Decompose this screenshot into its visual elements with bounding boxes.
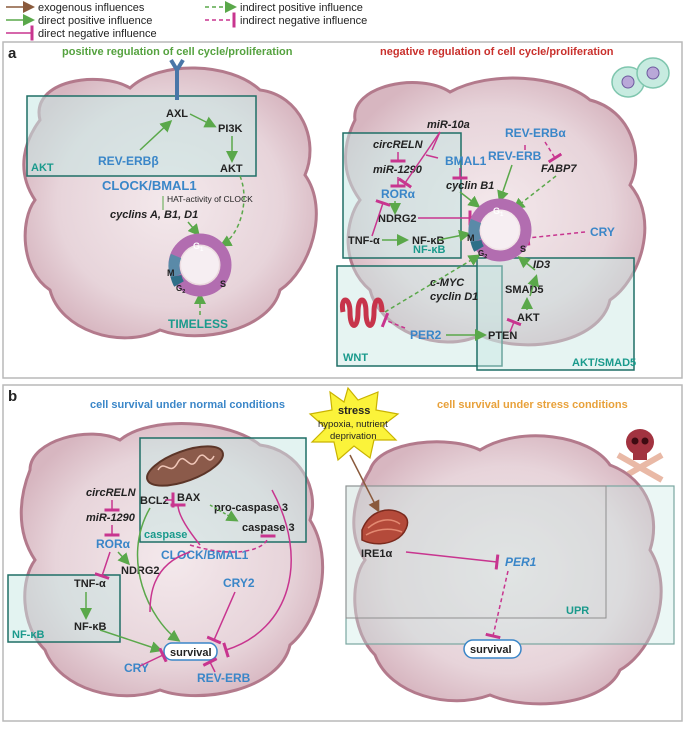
cry-a-label: CRY (590, 225, 615, 239)
tnfa-b-label: TNF-α (74, 578, 106, 590)
nfkb-box-b-label: NF-κB (12, 629, 44, 641)
legend-direct-negative: direct negative influence (38, 28, 157, 40)
rev-erbb-label: REV-ERBβ (98, 154, 159, 168)
clock-bmal1-label: CLOCK/BMAL1 (102, 178, 197, 193)
phase-s-right: S (520, 244, 526, 254)
axl-label: AXL (166, 108, 188, 120)
phase-g1-right: G1 (493, 206, 504, 218)
wnt-receptor-icon (339, 297, 385, 328)
akt-box (26, 95, 257, 177)
bax-label: BAX (177, 492, 201, 504)
akt-smad5-box (476, 257, 635, 371)
stress-burst-icon: stress hypoxia, nutrient deprivation (308, 386, 400, 462)
phase-g2-left: G2 (176, 284, 185, 295)
nfkb-box-a-label: NF-κB (413, 244, 445, 256)
phase-m-left: M (167, 268, 175, 278)
mitochondrion-icon (146, 445, 224, 487)
id3-label: ID3 (533, 259, 550, 271)
mir1290-a-label: miR-1290 (373, 164, 423, 176)
ndrg2-a-label: NDRG2 (378, 213, 417, 225)
panel-a-title-right: negative regulation of cell cycle/prolif… (380, 46, 614, 58)
legend: exogenous influences direct positive inf… (6, 1, 367, 41)
endoplasmic-reticulum-icon (361, 509, 409, 545)
mir1290-b-label: miR-1290 (86, 512, 136, 524)
cell-cycle-ring-left: G1 S M G2 (167, 233, 232, 297)
ndrg2-b-label: NDRG2 (121, 565, 160, 577)
circreln-b-label: circRELN (86, 487, 137, 499)
hat-activity-label: HAT-activity of CLOCK (167, 194, 253, 204)
legend-exogenous: exogenous influences (38, 2, 145, 14)
per1-label: PER1 (505, 555, 537, 569)
rora-b-label: RORα (96, 537, 131, 551)
phase-g2-right: G2 (478, 249, 487, 260)
cry2-label: CRY2 (223, 576, 255, 590)
panel-b-title-left: cell survival under normal conditions (90, 399, 285, 411)
fabp7-label: FABP7 (541, 163, 577, 175)
phase-s-left: S (220, 279, 226, 289)
ire1a-label: IRE1α (361, 548, 392, 560)
circreln-a-label: circRELN (373, 139, 424, 151)
panel-b: b cell survival under normal conditions … (2, 384, 683, 722)
cell-b-right (352, 434, 663, 706)
survival-right-label: survival (470, 644, 512, 656)
nfkb-b-label: NF-κB (74, 621, 106, 633)
mir10a-label: miR-10a (427, 119, 470, 131)
stress-line1: hypoxia, nutrient (318, 419, 388, 430)
stress-line2: deprivation (330, 431, 376, 442)
cyclin-b1-label: cyclin B1 (446, 180, 494, 192)
caspase3-label: caspase 3 (242, 522, 295, 534)
akt-label: AKT (220, 163, 243, 175)
panel-b-label: b (8, 388, 17, 405)
smad5-label: SMAD5 (505, 284, 544, 296)
survival-box-right (463, 639, 522, 659)
rev-erba-label: REV-ERBα (505, 126, 566, 140)
phase-m-right: M (467, 233, 475, 243)
legend-indirect-positive: indirect positive influence (240, 2, 363, 14)
panel-a: a positive regulation of cell cycle/prol… (2, 41, 683, 379)
pten-label: PTEN (488, 330, 517, 342)
caspase-box-label: caspase (144, 529, 187, 541)
wnt-box-label: WNT (343, 352, 368, 364)
legend-direct-positive: direct positive influence (38, 15, 152, 27)
legend-indirect-negative: indirect negative influence (240, 15, 367, 27)
timeless-label: TIMELESS (168, 317, 228, 331)
pi3k-label: PI3K (218, 123, 243, 135)
rev-erb-b-label: REV-ERB (197, 671, 251, 685)
dividing-cell-icon (611, 57, 670, 98)
cyclins-label: cyclins A, B1, D1 (110, 209, 198, 221)
bmal1-label: BMAL1 (445, 154, 487, 168)
bcl2-label: BCL2 (140, 495, 169, 507)
cell-cycle-ring-right: G1 S M G2 (467, 198, 532, 262)
stress-title: stress (338, 405, 370, 417)
rev-erb-a-label: REV-ERB (488, 149, 542, 163)
per2-label: PER2 (410, 328, 442, 342)
cmyc-label: c-MYC (430, 277, 465, 289)
upr-box-label: UPR (566, 605, 589, 617)
upr-box-inner (345, 485, 607, 619)
akt-smad5-box-label: AKT/SMAD5 (572, 357, 636, 369)
tnfa-a-label: TNF-α (348, 235, 380, 247)
cyclin-d1-label: cyclin D1 (430, 291, 478, 303)
akt-a-right-label: AKT (517, 312, 540, 324)
nfkb-a-label: NF-κB (412, 235, 444, 247)
axl-receptor-icon (169, 58, 185, 100)
panel-a-title-left: positive regulation of cell cycle/prolif… (62, 46, 293, 58)
survival-left-label: survival (170, 647, 212, 659)
phase-g1-left: G1 (193, 241, 204, 253)
panel-a-label: a (8, 45, 17, 62)
panel-b-title-right: cell survival under stress conditions (437, 399, 628, 411)
akt-box-label: AKT (31, 162, 54, 174)
rora-a-label: RORα (381, 187, 416, 201)
pro-caspase3-label: pro-caspase 3 (214, 502, 288, 514)
